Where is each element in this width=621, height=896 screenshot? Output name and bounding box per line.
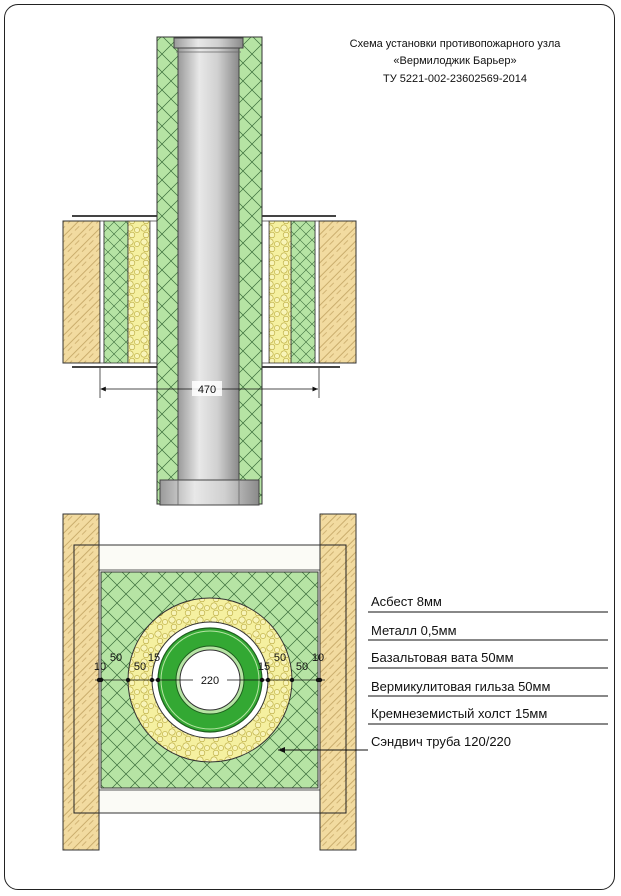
legend-sandwich-pipe: Сэндвич труба 120/220 <box>371 734 511 749</box>
dim-left-silica: 15 <box>148 652 160 664</box>
width-dimension-label: 470 <box>198 384 216 396</box>
wood-beam-right <box>318 220 357 364</box>
legend-metal: Металл 0,5мм <box>371 623 457 638</box>
diagram-title: Схема установки противопожарного узла «В… <box>350 38 562 85</box>
legend-basalt-wool: Базальтовая вата 50мм <box>371 650 514 665</box>
drawing-frame <box>4 4 615 890</box>
dim-left-asbestos: 10 <box>94 661 106 673</box>
title-line-2: «Вермилоджик Барьер» <box>393 55 516 67</box>
pipe-bottom-collar <box>159 479 260 506</box>
dim-left-basalt: 50 <box>110 652 122 664</box>
dim-right-vermiculite: 50 <box>274 652 286 664</box>
materials-legend: Асбест 8мм Металл 0,5мм Базальтовая вата… <box>368 594 608 749</box>
title-line-3: ТУ 5221-002-23602569-2014 <box>383 73 527 85</box>
sandwich-pipe <box>177 43 240 485</box>
top-view: 470 <box>62 36 357 506</box>
legend-asbestos: Асбест 8мм <box>371 594 442 609</box>
legend-silica-cloth: Кремнеземистый холст 15мм <box>371 706 547 721</box>
dim-left-vermiculite: 50 <box>134 661 146 673</box>
section-wood-right <box>319 513 357 851</box>
basalt-wool-right <box>290 220 316 364</box>
vermiculite-right <box>268 220 292 364</box>
wood-beam-left <box>62 220 101 364</box>
section-wood-left <box>62 513 100 851</box>
legend-vermiculite: Вермикулитовая гильза 50мм <box>371 679 550 694</box>
section-view: 220 10 50 50 15 15 50 50 10 <box>62 513 368 851</box>
pipe-diameter-label: 220 <box>201 675 219 687</box>
dim-right-basalt: 50 <box>296 661 308 673</box>
dim-right-silica: 15 <box>258 661 270 673</box>
title-line-1: Схема установки противопожарного узла <box>350 38 562 50</box>
dim-right-asbestos: 10 <box>312 652 324 664</box>
basalt-wool-left <box>103 220 129 364</box>
vermiculite-left <box>127 220 151 364</box>
